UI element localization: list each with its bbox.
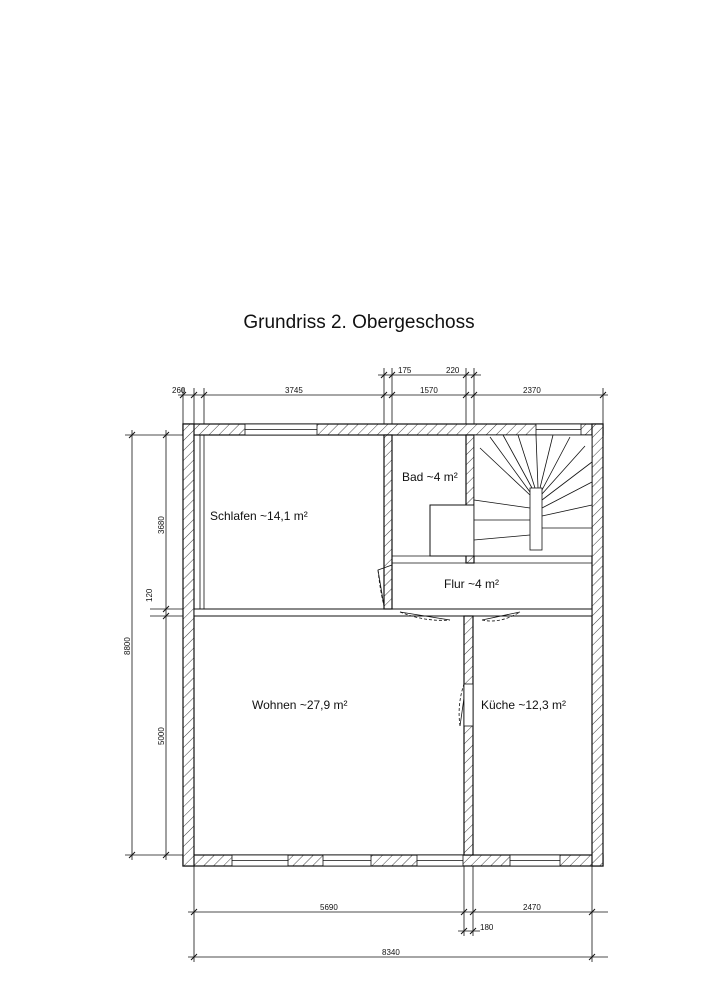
dim-top-1570: 1570 — [420, 386, 438, 395]
dimension-left: 3680 120 5000 8800 — [123, 430, 183, 860]
dim-top-175: 175 — [398, 366, 412, 375]
dim-top-3745: 3745 — [285, 386, 303, 395]
wardrobe — [199, 435, 205, 609]
dim-left-8800: 8800 — [123, 637, 132, 655]
dim-left-5000: 5000 — [157, 727, 166, 745]
page-title: Grundriss 2. Obergeschoss — [243, 312, 475, 333]
room-label-schlafen: Schlafen ~14,1 m² — [210, 509, 308, 523]
dim-bottom-8340: 8340 — [382, 948, 400, 957]
dimension-top: 260 3745 175 1570 220 2370 — [172, 366, 608, 424]
room-label-kueche: Küche ~12,3 m² — [481, 698, 566, 712]
dim-top-2370: 2370 — [523, 386, 541, 395]
doors — [377, 564, 521, 727]
room-label-bad: Bad ~4 m² — [402, 470, 458, 484]
bath-fixture — [429, 504, 475, 557]
staircase — [473, 434, 593, 557]
dim-left-3680: 3680 — [157, 516, 166, 534]
windows — [231, 423, 582, 867]
dim-bottom-180: 180 — [480, 923, 494, 932]
dimension-bottom: 5690 180 2470 8340 — [188, 866, 608, 962]
room-label-flur: Flur ~4 m² — [444, 577, 499, 591]
dim-bottom-5690: 5690 — [320, 903, 338, 912]
room-labels: Schlafen ~14,1 m² Bad ~4 m² Flur ~4 m² W… — [210, 470, 566, 712]
dim-left-120: 120 — [145, 588, 154, 602]
dim-top-260: 260 — [172, 386, 186, 395]
room-label-wohnen: Wohnen ~27,9 m² — [252, 698, 348, 712]
dim-top-220: 220 — [446, 366, 460, 375]
dim-bottom-2470: 2470 — [523, 903, 541, 912]
